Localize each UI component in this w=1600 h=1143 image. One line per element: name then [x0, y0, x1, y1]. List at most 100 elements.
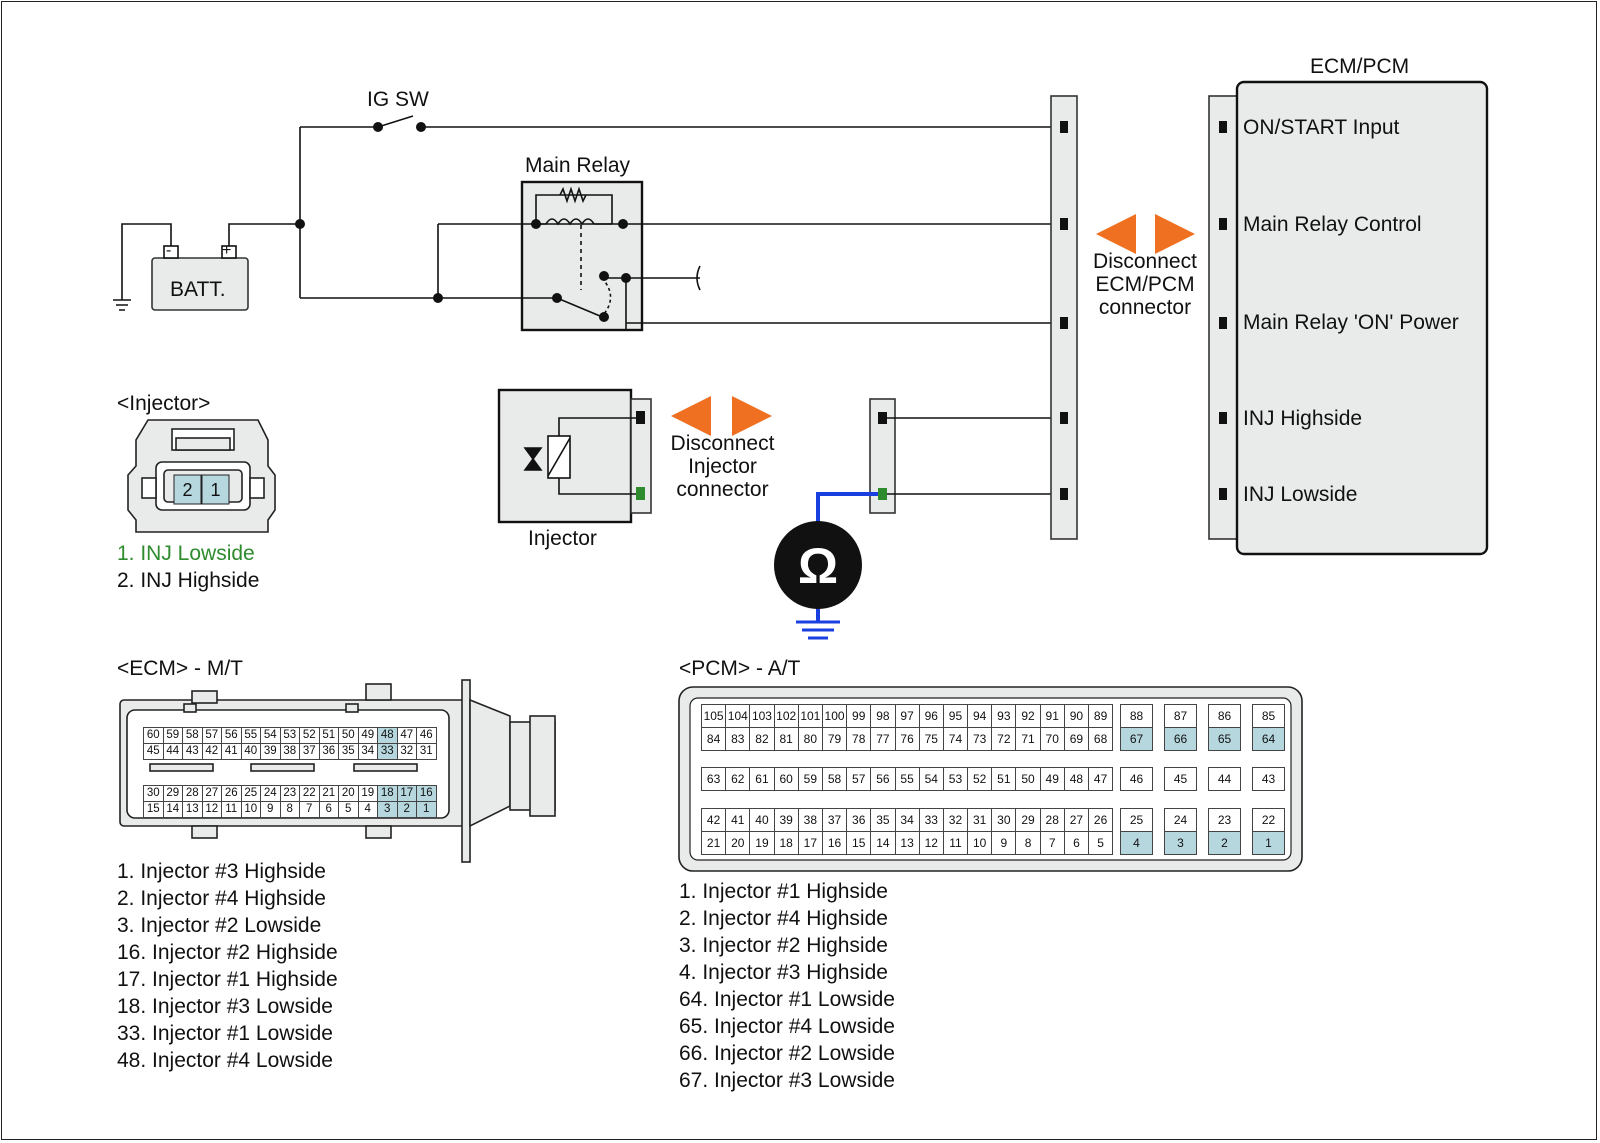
- connector-pin: 4: [357, 801, 378, 818]
- injector-legend-item: 1. INJ Lowside: [117, 542, 255, 565]
- connector-pin: 12: [918, 831, 944, 855]
- pcm-legend-item: 67. Injector #3 Lowside: [679, 1069, 895, 1092]
- ecm-legend-item: 48. Injector #4 Lowside: [117, 1049, 333, 1072]
- battery: [151, 257, 249, 311]
- ecm-connector-title: <ECM> - M/T: [117, 657, 244, 680]
- connector-pin: 58: [821, 767, 848, 791]
- connector-pin: 56: [221, 727, 242, 744]
- connector-pin: 25: [240, 785, 261, 802]
- connector-pin: 6: [1063, 831, 1089, 855]
- connector-pin: 62: [725, 767, 751, 791]
- connector-pin: 15: [143, 801, 164, 818]
- pcm-legend-item: 2. Injector #4 Highside: [679, 907, 888, 930]
- connector-pin: 13: [894, 831, 920, 855]
- connector-pin: 86: [1208, 704, 1241, 728]
- connector-pin: 93: [991, 704, 1017, 728]
- connector-pin: 31: [416, 743, 437, 760]
- connector-pin: 30: [143, 785, 164, 802]
- connector-pin: 54: [260, 727, 281, 744]
- connector-pin: 44: [162, 743, 183, 760]
- connector-pin: 29: [1015, 808, 1041, 832]
- ecm-legend-item: 1. Injector #3 Highside: [117, 860, 326, 883]
- connector-pin: 19: [357, 785, 378, 802]
- connector-pin: 7: [299, 801, 320, 818]
- connector-pin: 71: [1015, 727, 1041, 751]
- connector-pin: 30: [991, 808, 1017, 832]
- connector-pin: 74: [942, 727, 969, 751]
- connector-pin: 23: [279, 785, 300, 802]
- connector-pin: 7: [1039, 831, 1065, 855]
- connector-pin: 43: [1252, 767, 1285, 791]
- connector-pin: 37: [821, 808, 848, 832]
- connector-pin: 28: [1039, 808, 1065, 832]
- pcm-legend-item: 65. Injector #4 Lowside: [679, 1015, 895, 1038]
- connector-pin: 53: [942, 767, 969, 791]
- connector-pin: 102: [773, 704, 799, 728]
- pcm-connector-title: <PCM> - A/T: [679, 657, 801, 680]
- connector-pin: 67: [1120, 727, 1153, 751]
- connector-pin: 12: [201, 801, 222, 818]
- pcm-pin-legend: 1. Injector #1 Highside 2. Injector #4 H…: [679, 878, 895, 1094]
- connector-pin: 24: [260, 785, 281, 802]
- connector-pin: 56: [870, 767, 896, 791]
- connector-pin: 99: [846, 704, 872, 728]
- connector-pin: 96: [918, 704, 944, 728]
- connector-pin: 61: [749, 767, 775, 791]
- connector-pin: 10: [967, 831, 993, 855]
- connector-pin: 35: [338, 743, 359, 760]
- connector-pin: 9: [260, 801, 281, 818]
- ecm-legend-item: 18. Injector #3 Lowside: [117, 995, 333, 1018]
- connector-pin: 36: [846, 808, 872, 832]
- connector-pin: 10: [240, 801, 261, 818]
- connector-pin: 18: [377, 785, 398, 802]
- connector-pin: 57: [846, 767, 872, 791]
- connector-pin: 8: [279, 801, 300, 818]
- ohm-symbol: Ω: [797, 538, 839, 594]
- connector-pin: 55: [894, 767, 920, 791]
- connector-pin: 50: [338, 727, 359, 744]
- connector-pin: 47: [1088, 767, 1114, 791]
- ecm-pcm-box: [1235, 80, 1489, 556]
- connector-pin: 42: [201, 743, 222, 760]
- connector-pin: 13: [182, 801, 203, 818]
- connector-pin: 68: [1088, 727, 1114, 751]
- connector-pin: 49: [1039, 767, 1065, 791]
- ecm-pin-inj-highside: INJ Highside: [1243, 407, 1363, 430]
- connector-pin: 75: [918, 727, 944, 751]
- connector-pin: 33: [918, 808, 944, 832]
- connector-pin: 1: [1252, 831, 1285, 855]
- connector-pin: 91: [1039, 704, 1065, 728]
- connector-pin: 100: [821, 704, 848, 728]
- connector-pin: 24: [1164, 808, 1197, 832]
- pcm-legend-item: 4. Injector #3 Highside: [679, 961, 888, 984]
- connector-pin: 2: [1208, 831, 1241, 855]
- pcm-legend-item: 1. Injector #1 Highside: [679, 880, 888, 903]
- connector-pin: 54: [918, 767, 944, 791]
- connector-pin: 59: [162, 727, 183, 744]
- battery-plus-label: +: [222, 242, 232, 259]
- connector-pin: 70: [1039, 727, 1065, 751]
- connector-pin: 8: [1015, 831, 1041, 855]
- connector-pin: 45: [1164, 767, 1197, 791]
- connector-pin: 53: [279, 727, 300, 744]
- connector-pin: 51: [991, 767, 1017, 791]
- connector-pin: 41: [221, 743, 242, 760]
- connector-pin: 87: [1164, 704, 1197, 728]
- connector-pin: 38: [797, 808, 823, 832]
- injector-connector-title: <Injector>: [117, 392, 211, 415]
- connector-pin: 23: [1208, 808, 1241, 832]
- connector-pin: 73: [967, 727, 993, 751]
- connector-pin: 49: [357, 727, 378, 744]
- connector-pin: 84: [701, 727, 727, 751]
- connector-pin: 22: [299, 785, 320, 802]
- connector-pin: 19: [749, 831, 775, 855]
- connector-pin: 21: [701, 831, 727, 855]
- connector-pin: 50: [1015, 767, 1041, 791]
- connector-pin: 16: [416, 785, 437, 802]
- injector-label: Injector: [528, 527, 597, 550]
- ecm-pin-legend: 1. Injector #3 Highside 2. Injector #4 H…: [117, 858, 338, 1074]
- connector-pin: 25: [1120, 808, 1153, 832]
- ecm-pin-inj-lowside: INJ Lowside: [1243, 483, 1358, 506]
